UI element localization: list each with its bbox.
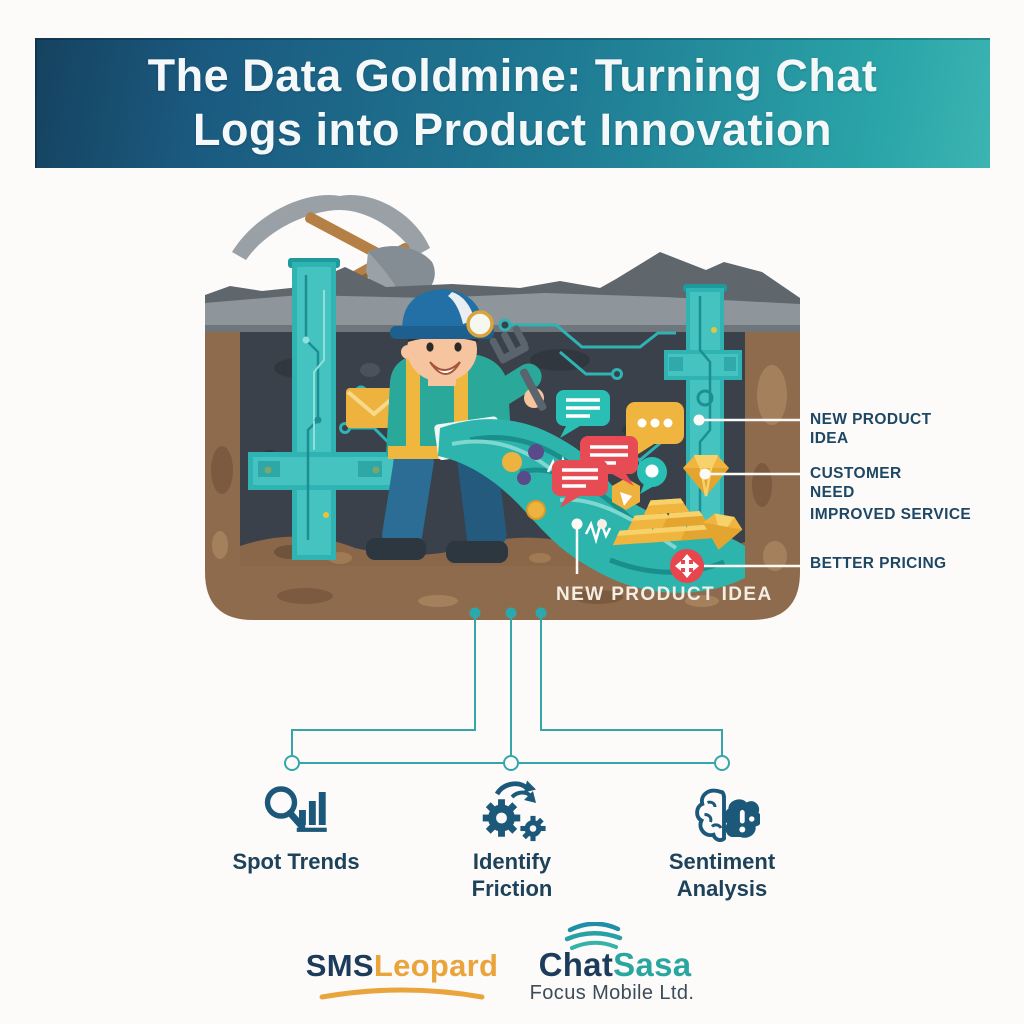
feature-label-sentiment-analysis: Sentiment Analysis: [668, 849, 776, 901]
callout-label-new-product-idea: NEW PRODUCT IDEA: [810, 411, 932, 447]
page-title-line-1: The Data Goldmine: Turning Chat: [147, 50, 878, 101]
chatsasa-logo-sasa: Sasa: [613, 946, 692, 983]
smsleopard-logo-leopard: Leopard: [373, 948, 499, 983]
feature-label-identify-friction: Identify Friction: [471, 849, 553, 901]
fork-tool-icon: [489, 325, 547, 411]
connector-lines: [284, 607, 730, 771]
chat-bubble-small-teal: [637, 457, 667, 494]
chatsasa-wave-icon: [564, 922, 623, 950]
callout-lines: [571, 414, 802, 574]
gears-process-icon: [482, 780, 546, 842]
smsleopard-logo-sms: SMS: [305, 948, 374, 983]
callout-label-customer-need: CUSTOMER NEED: [810, 465, 902, 501]
chat-bubble-teal: [556, 390, 610, 438]
plus-badge-icon: [670, 549, 704, 583]
feature-label-spot-trends: Spot Trends: [232, 849, 360, 874]
chat-bubble-yellow: [626, 402, 684, 458]
chatsasa-subtitle: Focus Mobile Ltd.: [529, 982, 695, 1004]
magnifier-bar-chart-icon: [264, 786, 327, 832]
brain-sentiment-icon: [695, 788, 760, 842]
floor-label-new-product-idea: NEW PRODUCT IDEA: [556, 584, 773, 605]
gold-bars-icon: [612, 498, 727, 546]
smsleopard-swoosh-icon: [319, 987, 485, 1000]
diamond-icon-small: [702, 513, 743, 550]
chatsasa-logo: ChatSasa: [520, 946, 710, 984]
chatsasa-logo-chat: Chat: [538, 946, 614, 983]
callout-label-improved-service: IMPROVED SERVICE: [810, 506, 972, 523]
page-title-line-2: Logs into Product Innovation: [193, 104, 832, 155]
title-banner: The Data Goldmine: Turning Chat Logs int…: [35, 38, 990, 168]
left-support-pillar: [248, 258, 398, 560]
chat-bubble-red-callout: [552, 460, 608, 508]
mine-illustration: [205, 194, 802, 771]
smsleopard-logo: SMSLeopard: [290, 948, 514, 984]
callout-label-better-pricing: BETTER PRICING: [810, 555, 947, 572]
